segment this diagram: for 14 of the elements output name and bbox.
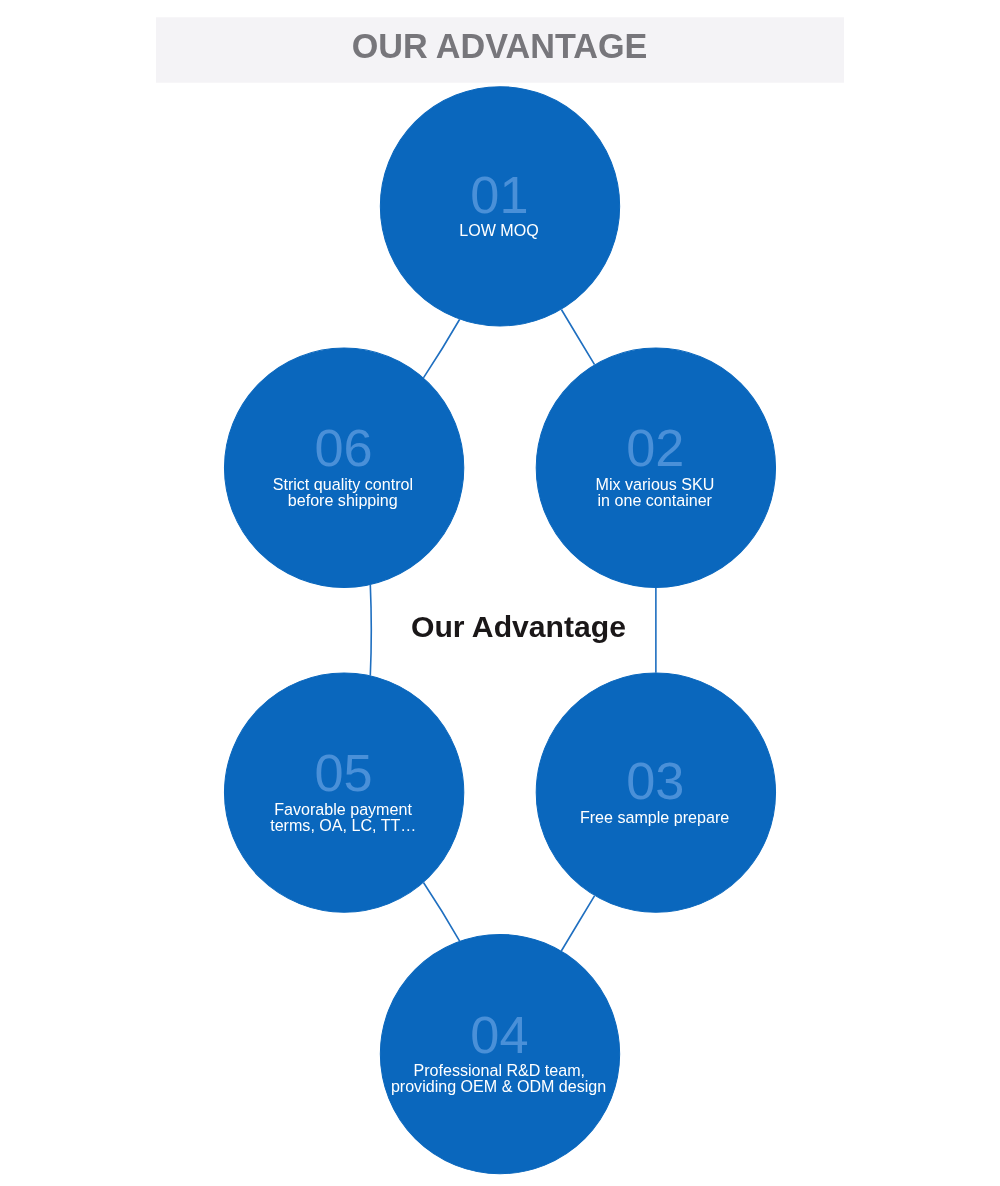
node-circle: 06 Strict quality control before shipping — [223, 347, 465, 588]
connector — [560, 308, 596, 365]
connector — [560, 894, 596, 952]
connector — [422, 881, 461, 942]
connector — [655, 586, 657, 674]
node-circle: 02 Mix various SKU in one container — [535, 347, 777, 588]
node-circle: 05 Favorable payment terms, OA, LC, TT… — [223, 671, 465, 913]
connector — [422, 317, 461, 379]
node-circle: 03 Free sample prepare — [535, 671, 777, 913]
diagram-title: OUR ADVANTAGE — [351, 26, 648, 65]
node-circle: 01 LOW MOQ — [379, 85, 621, 326]
node-circle: 04 Professional R&D team, providing OEM & ODM design — [379, 933, 621, 1174]
label: Our Advantage — [411, 609, 627, 643]
connector — [369, 583, 373, 677]
